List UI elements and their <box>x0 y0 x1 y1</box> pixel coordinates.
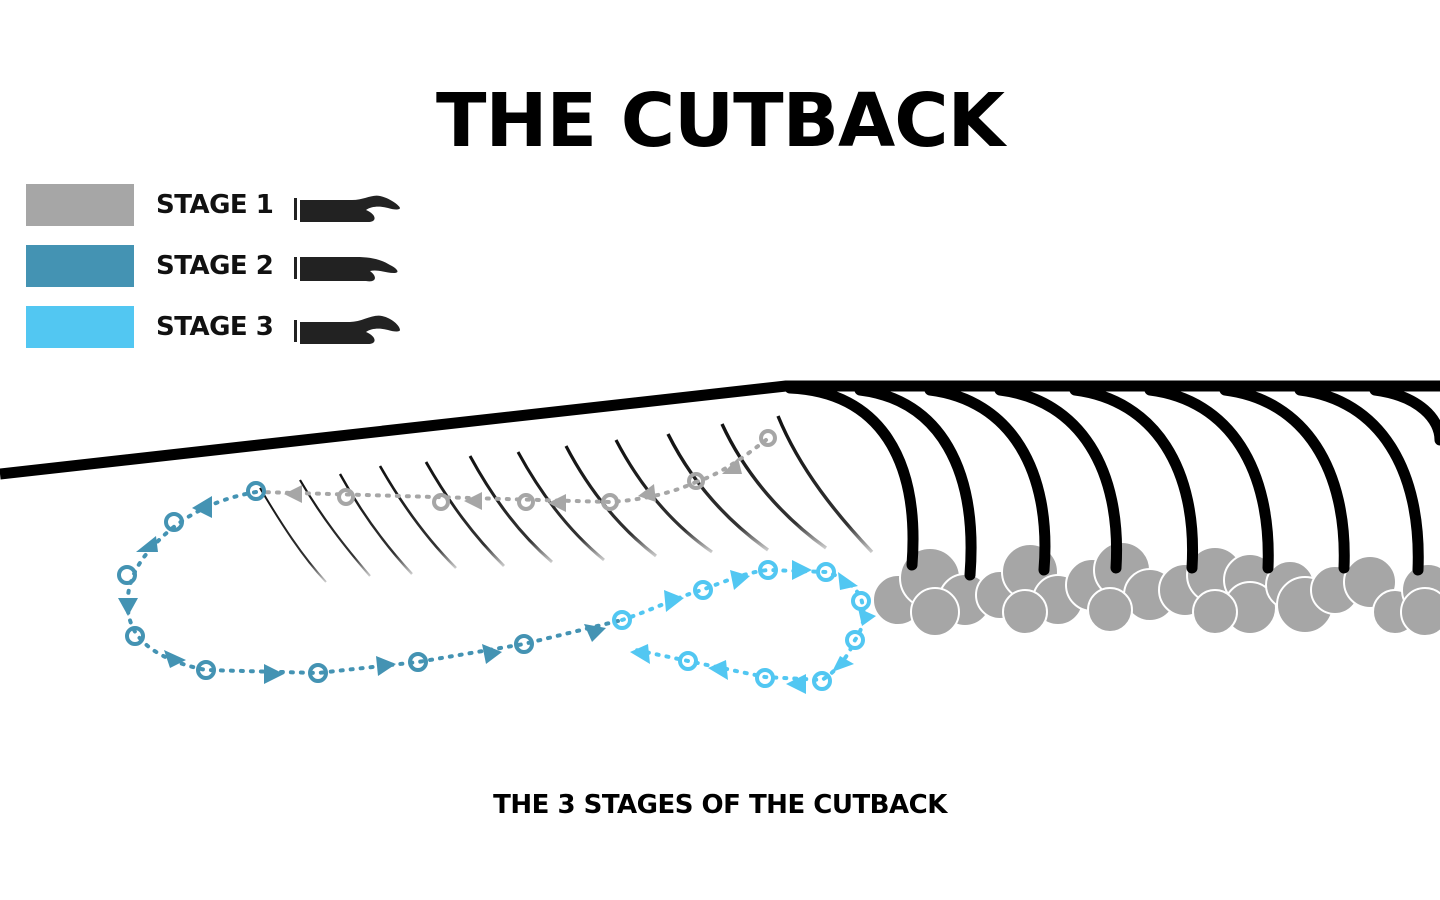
legend: STAGE 1 STAGE 2 STAGE 3 <box>26 184 426 367</box>
stage-3-marker <box>755 668 775 688</box>
hand-icon <box>294 257 398 282</box>
stage-3-marker <box>678 651 698 671</box>
stage-2-marker <box>514 634 534 654</box>
stage-1-marker <box>687 472 705 490</box>
legend-swatch-stage-3 <box>26 306 134 348</box>
stage-1-path <box>258 429 777 511</box>
stage-3-arrows <box>630 560 876 694</box>
stage-2-marker <box>196 660 216 680</box>
hand-icon <box>294 195 400 222</box>
diagram-caption: THE 3 STAGES OF THE CUTBACK <box>493 790 947 820</box>
stage-3-marker <box>758 560 778 580</box>
legend-item-stage-3: STAGE 3 <box>26 306 426 348</box>
stage-3-marker <box>812 671 832 691</box>
stage-1-marker <box>432 493 450 511</box>
stage-1-marker <box>759 429 777 447</box>
stage-1-marker <box>601 493 619 511</box>
legend-item-stage-1: STAGE 1 <box>26 184 426 226</box>
stage-2-marker <box>408 652 428 672</box>
legend-label-stage-3: STAGE 3 <box>156 312 274 342</box>
stage-3-marker <box>816 562 836 582</box>
legend-label-stage-2: STAGE 2 <box>156 251 274 281</box>
stage-1-marker <box>517 493 535 511</box>
legend-swatch-stage-2 <box>26 245 134 287</box>
stage-1-arrows <box>284 458 742 512</box>
whitewater-foam <box>872 541 1440 637</box>
stage-1-marker <box>337 488 355 506</box>
stage-3-marker <box>845 630 865 650</box>
stage-2-marker <box>117 565 137 585</box>
stage-2-marker <box>164 512 184 532</box>
stage-2-path <box>117 481 624 683</box>
stage-2-marker <box>308 663 328 683</box>
stage-2-arrows <box>118 496 606 684</box>
stage-3-marker <box>693 580 713 600</box>
stage-3-marker <box>851 591 871 611</box>
legend-item-stage-2: STAGE 2 <box>26 245 426 287</box>
stage-2-marker <box>125 626 145 646</box>
legend-swatch-stage-1 <box>26 184 134 226</box>
wave-face-lines <box>259 415 874 583</box>
breaking-wave-curls <box>784 382 1440 581</box>
hand-icon <box>294 315 400 344</box>
stage-3-marker <box>612 610 632 630</box>
diagram-title: THE CUTBACK <box>436 78 1005 164</box>
legend-label-stage-1: STAGE 1 <box>156 190 274 220</box>
stage-2-marker <box>246 481 266 501</box>
